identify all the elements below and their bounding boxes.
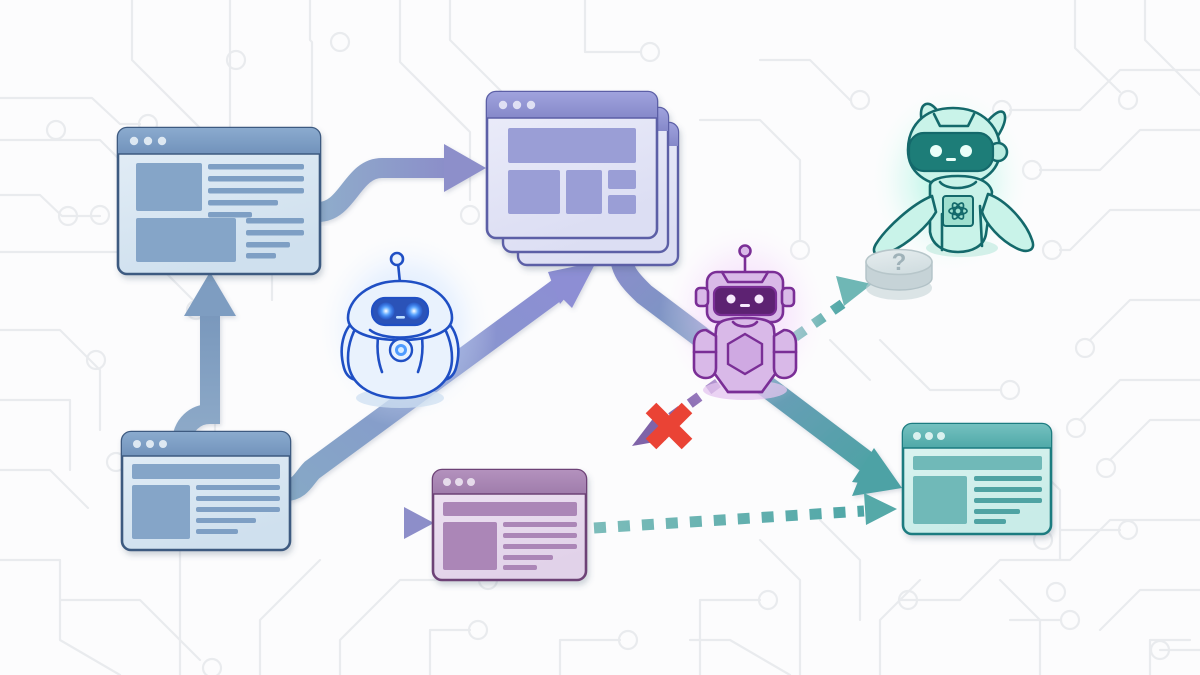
arrow-dashed-bottomleft-to-purple-window [292,507,434,539]
browser-window-stack-center[interactable] [485,90,680,267]
arrow-dashed-purple-window-to-teal-window [593,493,897,534]
robot-eye-right [405,302,423,320]
arrow-topleft-to-stack [316,144,486,222]
robot-chest-emblem [726,332,764,376]
window-text-lines-secondary [246,218,304,259]
window-dots [129,136,167,146]
robot-eye-left [726,294,736,304]
robot-eye-left [930,145,942,157]
robot-eye-right [754,294,764,304]
robot-eye-left [377,302,395,320]
window-dots [498,100,536,110]
robot-blue [313,228,497,428]
robot-chest-emblem [942,195,974,227]
browser-window-bottom-left[interactable] [120,430,292,552]
question-mark-puck[interactable]: ? [865,248,933,300]
window-dots [443,478,475,486]
robot-teal [868,84,1035,276]
blocked-x-marker [645,402,693,450]
window-text-lines [196,485,280,534]
robot-purple [659,219,831,411]
robot-eye-right [960,145,972,157]
window-text-lines [974,476,1042,524]
window-text-lines [503,522,577,570]
window-dots [133,440,167,448]
window-text-lines [208,164,304,218]
question-mark-label: ? [892,249,907,276]
browser-window-teal-right[interactable] [901,422,1053,536]
window-dots [913,432,945,440]
browser-window-top-left[interactable] [116,126,322,276]
browser-window-purple-bottom[interactable] [431,468,588,582]
